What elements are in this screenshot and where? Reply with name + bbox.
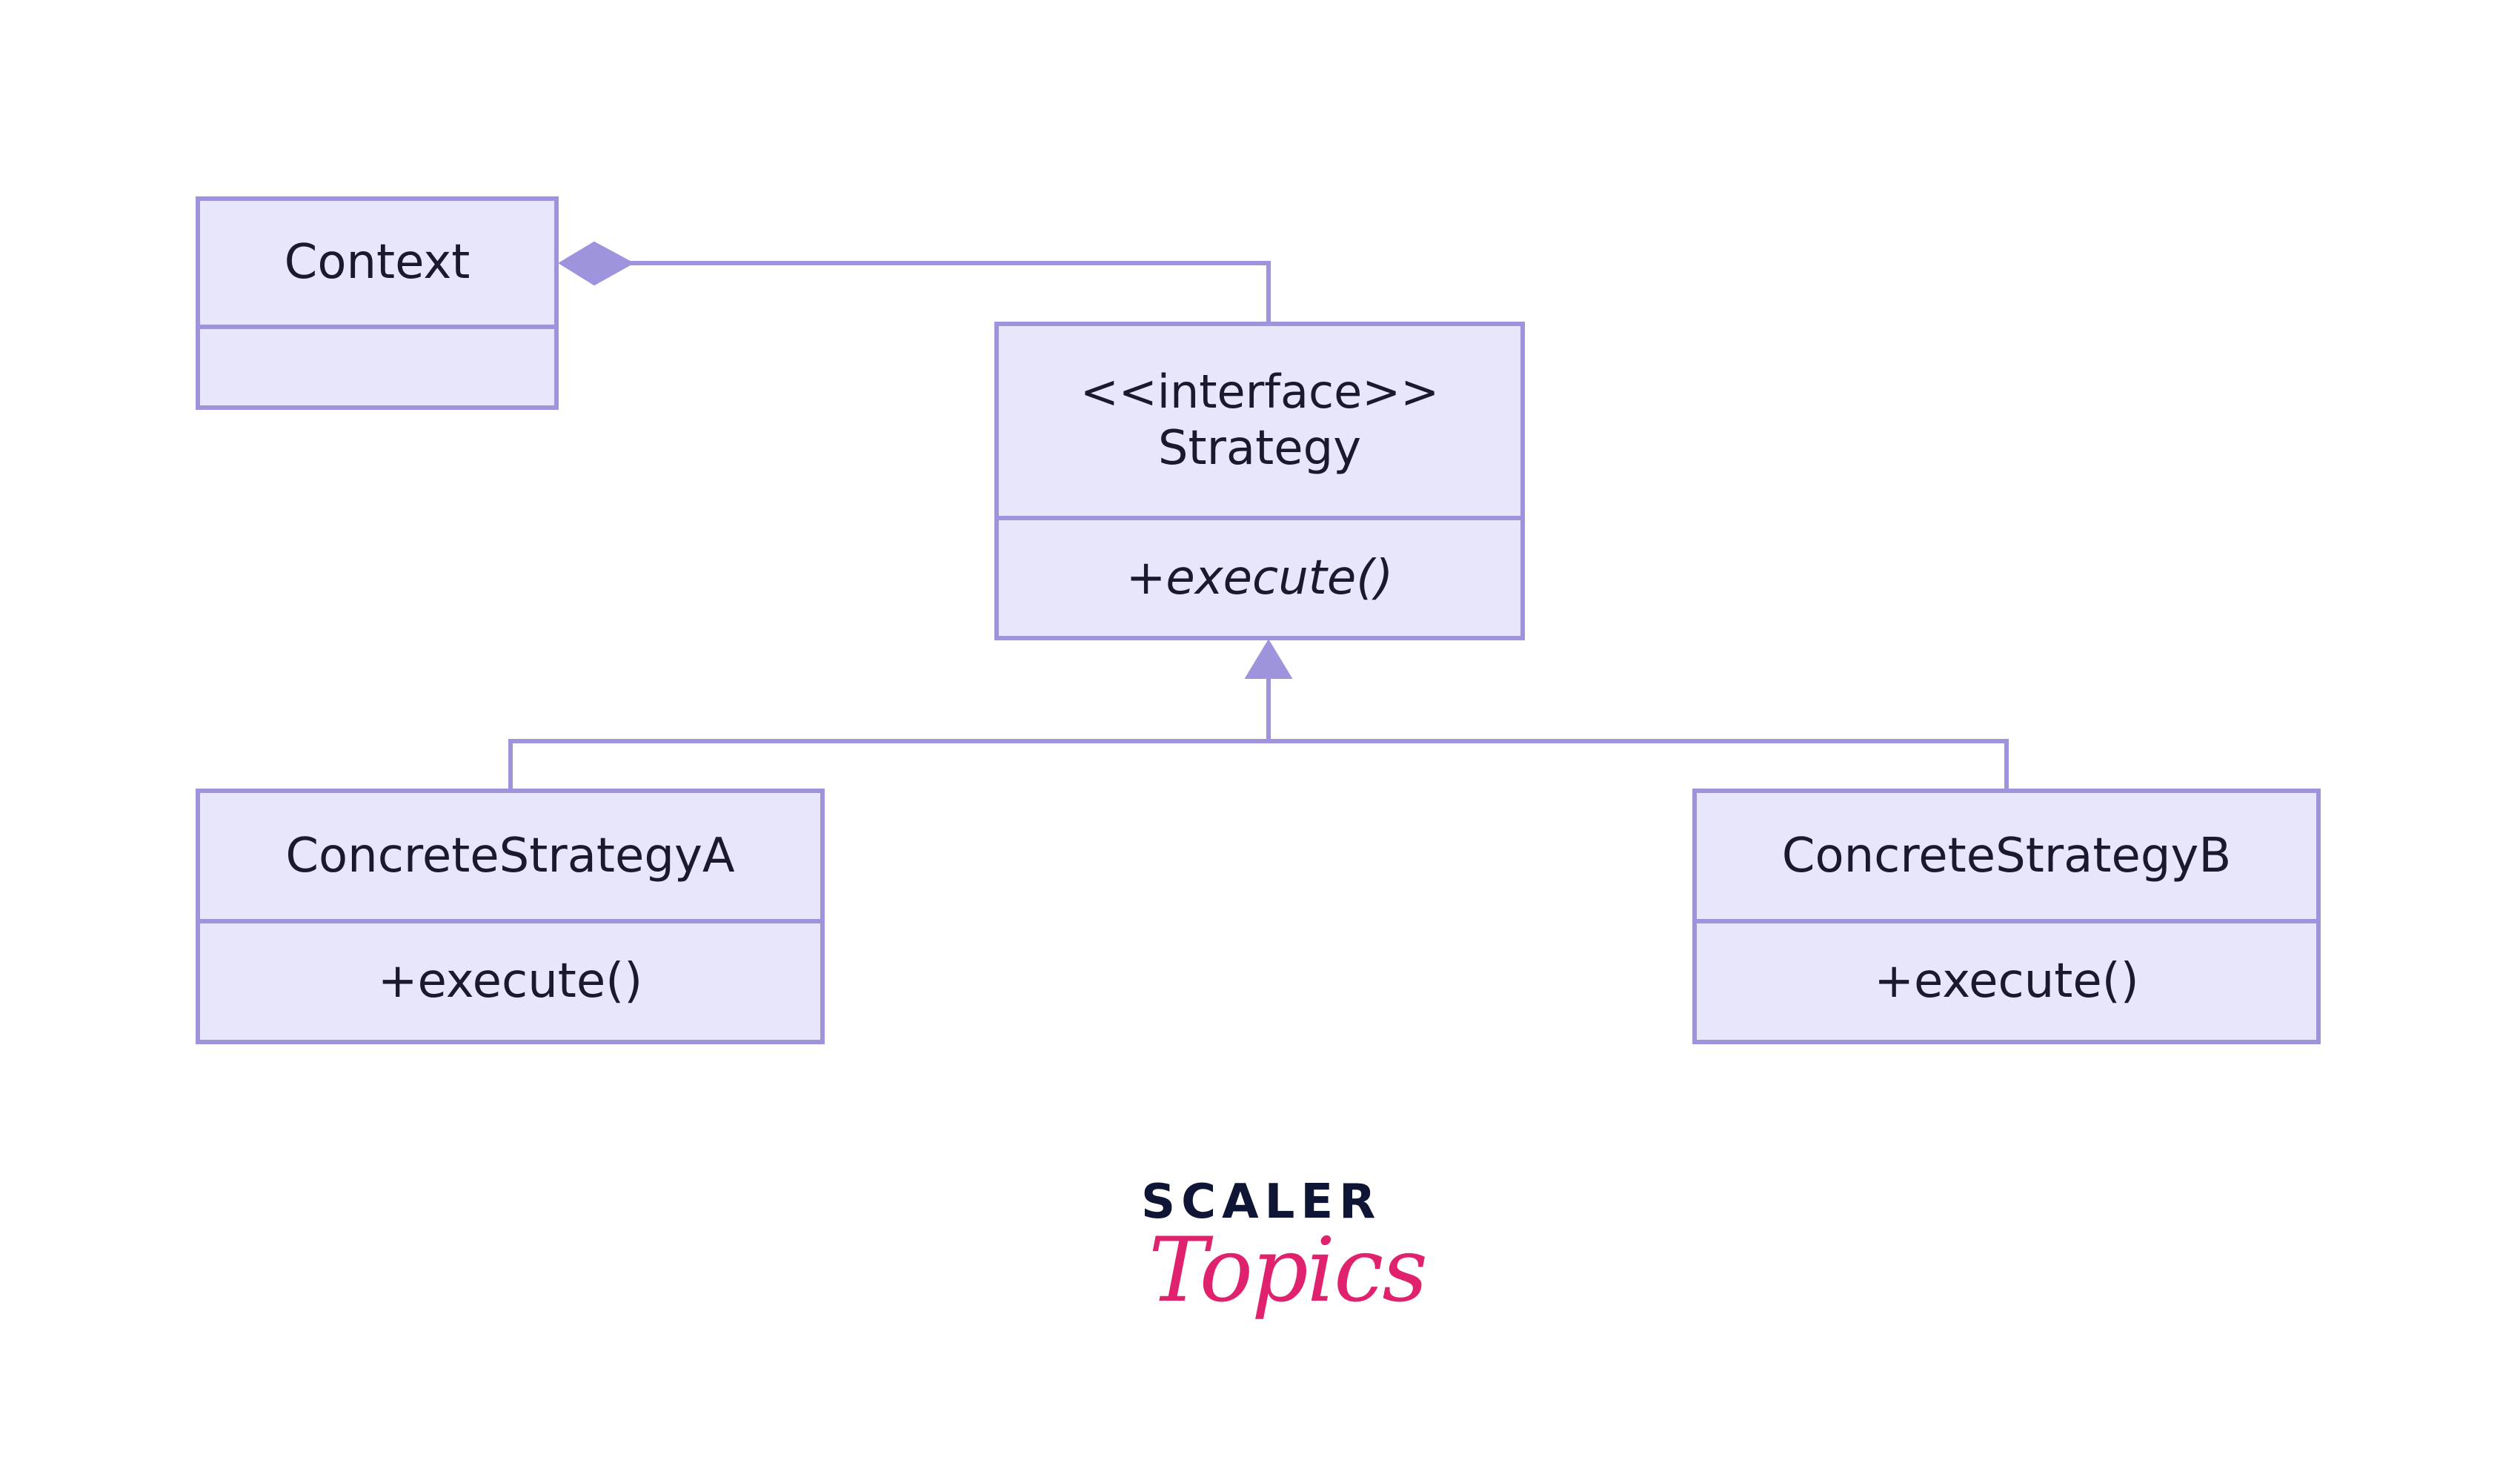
class-context: Context [196,196,559,410]
scaler-topics-logo: SCALER Topics [1141,1175,1428,1360]
interface-strategy: <<interface>> Strategy +execute() [994,322,1525,640]
class-concrete-strategy-a-name: ConcreteStrategyA [285,828,735,883]
class-concrete-strategy-b: ConcreteStrategyB +execute() [1692,789,2321,1044]
realization-arrowhead-icon [1244,639,1293,679]
class-context-name: Context [284,235,471,291]
class-concrete-strategy-a-methods: +execute() [200,919,820,1040]
class-context-members [200,325,554,405]
class-concrete-strategy-b-method: +execute() [1874,954,2139,1009]
interface-stereotype: <<interface>> [1080,365,1440,419]
interface-strategy-methods: +execute() [999,516,1520,636]
composition-line [630,261,1271,322]
class-concrete-strategy-a-method: +execute() [377,954,643,1009]
interface-strategy-name: Strategy [1157,420,1362,476]
class-concrete-strategy-b-header: ConcreteStrategyB [1697,793,2316,919]
composition-diamond-icon [558,241,635,286]
interface-strategy-header: <<interface>> Strategy [999,326,1520,516]
logo-script: Topics [1148,1219,1428,1322]
class-concrete-strategy-a: ConcreteStrategyA +execute() [196,789,825,1044]
class-context-header: Context [200,201,554,325]
logo-wordmark: SCALER [1141,1175,1382,1230]
realization-line-a [508,739,1269,789]
class-concrete-strategy-b-name: ConcreteStrategyB [1781,828,2232,883]
realization-line-b [1269,739,2009,789]
class-concrete-strategy-b-methods: +execute() [1697,919,2316,1040]
interface-strategy-method: +execute() [1126,550,1394,606]
class-concrete-strategy-a-header: ConcreteStrategyA [200,793,820,919]
